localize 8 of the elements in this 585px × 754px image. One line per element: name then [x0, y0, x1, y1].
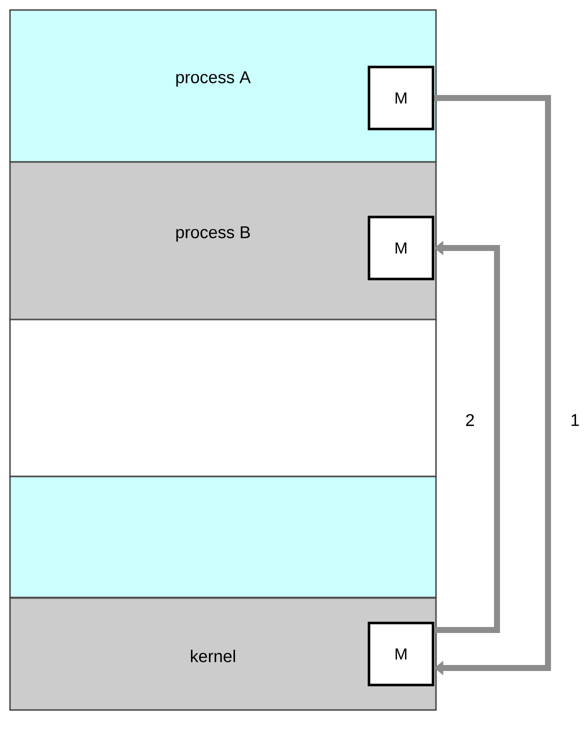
edge-label: 2 — [464, 413, 476, 427]
edge-label: 1 — [569, 413, 581, 427]
m-box: M — [368, 66, 434, 130]
m-box: M — [368, 216, 434, 280]
empty-band — [9, 318, 437, 478]
arrow — [434, 95, 551, 676]
m-box: M — [368, 622, 434, 686]
empty-band — [9, 476, 437, 598]
